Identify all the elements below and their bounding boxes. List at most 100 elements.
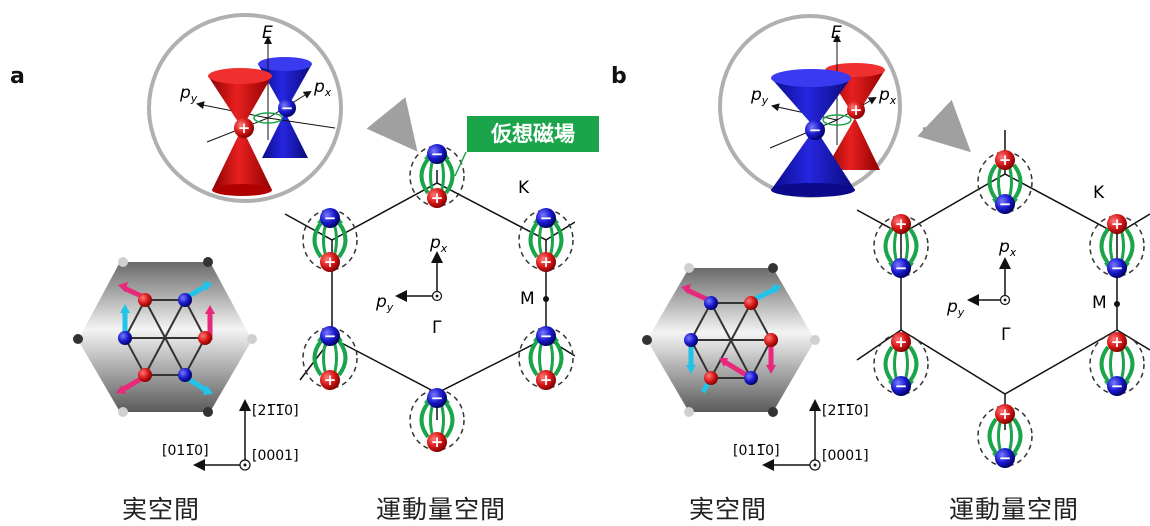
svg-text:+: +: [999, 151, 1012, 169]
field-tag-pointer: [454, 151, 467, 177]
E-axis-label: E: [262, 23, 273, 43]
svg-text:−: −: [281, 99, 294, 117]
svg-text:−: −: [895, 377, 908, 395]
inset-plus-charge-b: [847, 101, 865, 119]
minus-charge: [891, 258, 911, 278]
svg-text:−: −: [324, 209, 337, 227]
plus-charge: [891, 332, 911, 352]
valley-pair: −+: [409, 144, 465, 208]
svg-text:+: +: [431, 189, 444, 207]
caption-real-space-b: 実空間: [689, 495, 768, 524]
svg-text:−: −: [431, 389, 444, 407]
panel-a: a: [10, 13, 599, 524]
M-point-b: [1114, 301, 1120, 307]
Gamma-label: Γ: [432, 318, 442, 338]
M-label: M: [520, 289, 535, 309]
svg-text:+: +: [850, 101, 863, 119]
plus-charge: [427, 432, 447, 452]
dir-out-label: [0001]: [252, 448, 299, 464]
px-label-b: px: [998, 237, 1017, 259]
minus-charge: [1107, 376, 1127, 396]
red-lower-cone-bottom: [212, 184, 272, 196]
svg-text:+: +: [238, 119, 251, 137]
minus-charge: [536, 208, 556, 228]
svg-text:−: −: [999, 449, 1012, 467]
svg-text:+: +: [324, 371, 337, 389]
valley-pair: −+: [518, 326, 574, 390]
minus-charge: [995, 194, 1015, 214]
valley-pairs-a: −+−+−+−+−+−+: [302, 144, 574, 452]
panel-label-b: b: [611, 64, 627, 89]
E-axis-label-b: E: [831, 23, 842, 43]
red-lower-cone: [212, 128, 272, 190]
svg-text:+: +: [895, 215, 908, 233]
svg-text:−: −: [324, 327, 337, 345]
svg-text:+: +: [324, 253, 337, 271]
panel-b: b − + E py px: [575, 0, 1150, 526]
panel-b-figure: − + E py px [21̅1̅0] [011: [642, 14, 1150, 471]
valley-pair: −+: [409, 388, 465, 452]
real-space-hexagon: [73, 257, 257, 417]
svg-text:−: −: [540, 209, 553, 227]
inset-minus-charge: [278, 99, 296, 117]
valley-pair: +−: [977, 404, 1033, 468]
svg-text:−: −: [895, 259, 908, 277]
inset-plus-charge: [234, 118, 254, 138]
px-label: px: [429, 233, 448, 255]
svg-text:−: −: [809, 121, 822, 139]
red-upper-cone-top: [208, 68, 272, 84]
svg-text:−: −: [1111, 377, 1124, 395]
svg-text:+: +: [540, 253, 553, 271]
minus-charge: [320, 208, 340, 228]
plus-charge: [320, 252, 340, 272]
plus-charge: [536, 252, 556, 272]
caption-momentum-space-b: 運動量空間: [949, 495, 1080, 524]
blue-lower-cone: [262, 112, 308, 158]
dir-out-label-b: [0001]: [822, 448, 869, 464]
svg-text:+: +: [431, 433, 444, 451]
zoom-arrow: [366, 97, 418, 152]
plus-charge: [995, 404, 1015, 424]
svg-text:+: +: [999, 405, 1012, 423]
caption-real-space-a: 実空間: [122, 495, 201, 524]
inset-minus-charge-b: [805, 120, 825, 140]
svg-text:+: +: [540, 371, 553, 389]
K-label: K: [518, 178, 530, 198]
plus-charge: [427, 188, 447, 208]
valley-pair: +−: [977, 150, 1033, 214]
svg-text:−: −: [431, 145, 444, 163]
M-label-b: M: [1092, 293, 1107, 313]
minus-charge: [320, 326, 340, 346]
svg-text:+: +: [895, 333, 908, 351]
caption-momentum-space-a: 運動量空間: [376, 495, 507, 524]
red-lower-cone-b: [825, 118, 880, 170]
minus-charge: [891, 376, 911, 396]
real-space-hexagon-b: [642, 263, 820, 417]
py-label-inset: py: [179, 83, 198, 105]
K-label-b: K: [1093, 183, 1105, 203]
blue-upper-cone-top: [258, 57, 312, 71]
valley-pair: −+: [302, 208, 358, 272]
plus-charge: [1107, 332, 1127, 352]
py-label: py: [375, 292, 394, 314]
svg-text:py: py: [750, 85, 769, 107]
valley-pair: −+: [518, 208, 574, 272]
zoom-arrow-b: [917, 99, 971, 153]
svg-text:+: +: [1111, 215, 1124, 233]
dir-left-label: [011̅0]: [162, 443, 209, 459]
valley-pair: +−: [1089, 214, 1145, 278]
minus-charge: [536, 326, 556, 346]
blue-upper-cone-b: [771, 78, 851, 128]
plus-charge: [1107, 214, 1127, 234]
plus-charge: [891, 214, 911, 234]
valley-pairs-b: +−+−+−+−+−+−: [873, 150, 1145, 468]
dir-up-label: [21̅1̅0]: [252, 403, 299, 419]
blue-lower-cone-b: [771, 128, 855, 190]
valley-pair: −+: [302, 326, 358, 390]
dir-up-label-b: [21̅1̅0]: [822, 403, 869, 419]
svg-text:+: +: [1111, 333, 1124, 351]
minus-charge: [1107, 258, 1127, 278]
panel-label-a: a: [10, 64, 25, 89]
minus-charge: [427, 144, 447, 164]
minus-charge: [995, 448, 1015, 468]
